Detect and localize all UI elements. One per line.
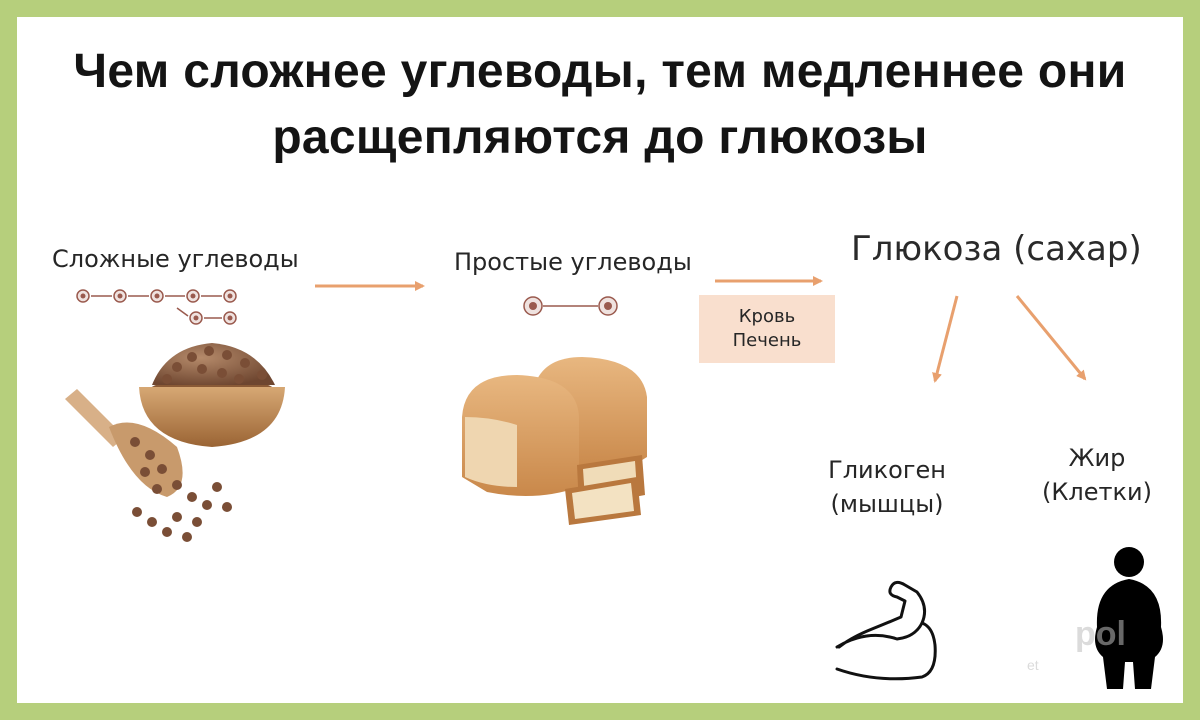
buckwheat-bowl-image (65, 343, 285, 542)
poster-frame: Чем сложнее углеводы, тем медленнее они … (17, 17, 1183, 703)
title-line-2: расщепляются до глюкозы (272, 111, 928, 164)
arrow-glucose-to-fat (1015, 295, 1087, 381)
watermark-url: et (1027, 657, 1039, 673)
blood-liver-box: Кровь Печень (699, 295, 835, 363)
glycogen-line-1: Гликоген (828, 456, 946, 484)
person-silhouette-icon (1095, 547, 1163, 689)
complex-molecule-icon (76, 289, 237, 325)
blood-box-line-2: Печень (732, 330, 802, 351)
fat-line-2: (Клетки) (1042, 478, 1152, 506)
node-complex-carbs: Сложные углеводы (52, 245, 299, 273)
simple-molecule-icon (523, 296, 618, 316)
title-line-1: Чем сложнее углеводы, тем медленнее они (73, 45, 1127, 98)
arrow-glucose-to-glycogen (932, 295, 959, 383)
flexed-arm-icon (835, 580, 937, 681)
node-fat: Жир (Клетки) (1022, 441, 1172, 509)
bread-loaf-image (462, 357, 647, 525)
fat-line-1: Жир (1068, 444, 1126, 472)
node-glucose: Глюкоза (сахар) (851, 229, 1142, 269)
node-simple-carbs: Простые углеводы (454, 248, 692, 276)
diagram-graphics (65, 276, 1163, 689)
glycogen-line-2: (мышцы) (830, 490, 944, 518)
node-glycogen: Гликоген (мышцы) (797, 453, 977, 521)
blood-box-line-1: Кровь (738, 306, 796, 327)
watermark-logo: pol (1075, 615, 1126, 653)
poster-title: Чем сложнее углеводы, тем медленнее они … (17, 39, 1183, 171)
